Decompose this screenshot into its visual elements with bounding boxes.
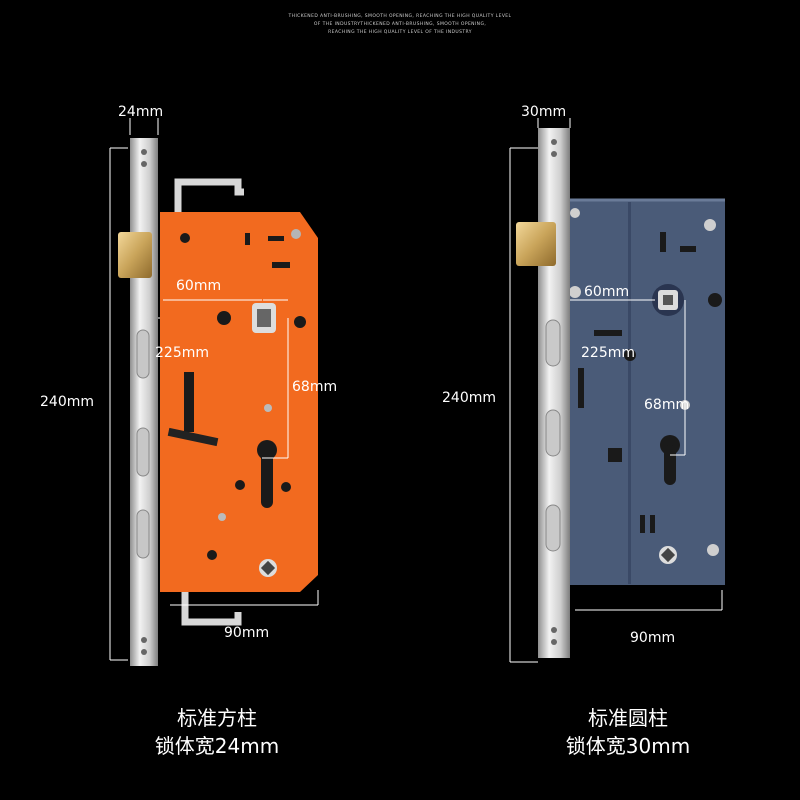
right-lock-body <box>516 128 725 658</box>
left-caption-width: 锁体宽24mm <box>154 734 280 758</box>
right-center-label: 68mm <box>644 397 690 413</box>
right-caption-title: 标准圆柱 <box>588 706 668 730</box>
header-tagline-1: THICKENED ANTI-BRUSHING, SMOOTH OPENING,… <box>288 14 512 19</box>
right-case-width-label: 90mm <box>630 630 676 646</box>
left-lock-body <box>118 138 318 666</box>
left-length-label: 225mm <box>155 345 209 361</box>
header-tagline-2: OF THE INDUSTRYTHICKENED ANTI-BRUSHING, … <box>313 22 487 27</box>
left-dimension-lines <box>109 118 319 661</box>
left-height-label: 240mm <box>40 394 94 410</box>
right-dimension-lines <box>509 118 723 663</box>
left-backset-label: 60mm <box>176 278 222 294</box>
left-center-label: 68mm <box>292 379 338 395</box>
header-tagline-3: REACHING THE HIGH QUALITY LEVEL OF THE I… <box>328 30 472 35</box>
right-length-label: 225mm <box>581 345 635 361</box>
right-faceplate-width-label: 30mm <box>521 104 567 120</box>
right-caption-width: 锁体宽30mm <box>565 734 691 758</box>
left-faceplate-width-label: 24mm <box>118 104 164 120</box>
left-case-width-label: 90mm <box>224 625 270 641</box>
right-backset-label: 60mm <box>584 284 630 300</box>
right-height-label: 240mm <box>442 390 496 406</box>
left-caption-title: 标准方柱 <box>177 706 257 730</box>
